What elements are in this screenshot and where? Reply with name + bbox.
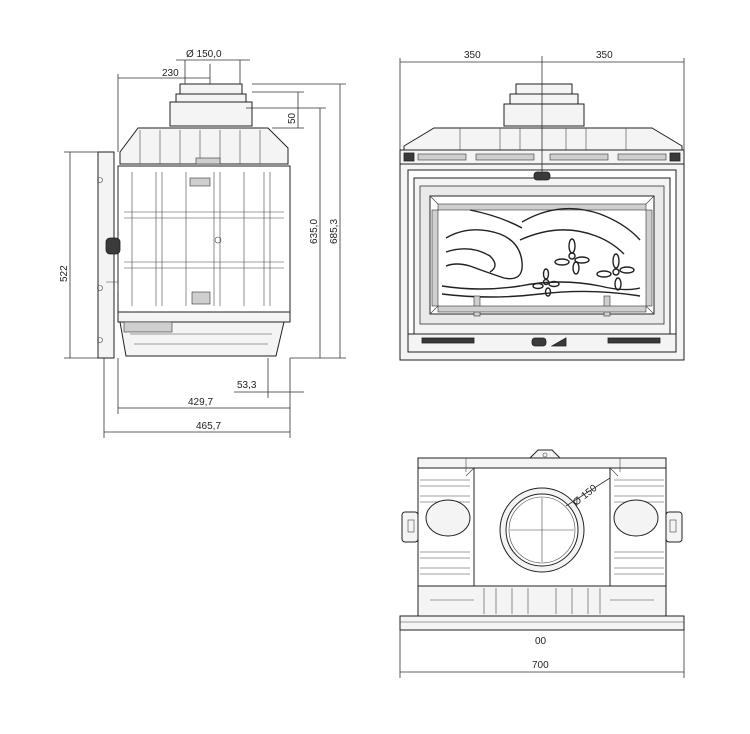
- side-total-depth-label: 465,7: [196, 421, 221, 432]
- side-total-height-label: 685,3: [329, 219, 340, 244]
- top-view: Ø 150 00 700: [399, 449, 685, 678]
- front-bottom-band: [407, 333, 677, 353]
- side-depth-label: 429,7: [188, 397, 213, 408]
- side-flue-offset-label: 230: [162, 68, 179, 79]
- top-flue-outlet: Ø 150: [499, 477, 611, 573]
- side-top-deck: [119, 127, 289, 165]
- front-glass: [419, 185, 665, 325]
- side-dim-total-depth: 465,7: [103, 358, 291, 438]
- top-front-plate: [399, 615, 685, 631]
- front-dim-widths: 350 350: [399, 50, 685, 180]
- side-front-height-label: 522: [59, 265, 70, 282]
- side-base: [117, 311, 291, 357]
- front-top-deck: [403, 127, 683, 151]
- side-view: Ø 150,0 230 50 635,0 685,3: [59, 49, 346, 438]
- side-front-plate: [97, 151, 121, 359]
- side-collar-height-label: 50: [287, 112, 298, 124]
- front-half-width-right-label: 350: [596, 50, 613, 61]
- side-flue-collar: [169, 83, 253, 127]
- flower-3: [532, 268, 560, 297]
- front-flue-collar: [503, 83, 585, 127]
- front-glass-decoration: [441, 207, 641, 298]
- side-flue-diameter-label: Ø 150,0: [186, 49, 222, 60]
- flower-2: [596, 253, 635, 291]
- top-total-width-label: 700: [532, 660, 549, 671]
- side-dim-front-height: 522: [59, 151, 98, 359]
- top-side-handles: [401, 511, 683, 543]
- side-main-body: [117, 165, 291, 313]
- side-dim-depth: 429,7: [117, 358, 291, 414]
- top-dim-width: 700: [399, 630, 685, 678]
- flower-1: [554, 238, 590, 275]
- side-dim-front-projection: 53,3: [234, 358, 304, 398]
- top-right-fins: [613, 479, 664, 575]
- top-bottom-fins: [417, 585, 667, 617]
- front-view: 350 350: [399, 50, 685, 361]
- side-body-height-label: 635,0: [309, 219, 320, 244]
- front-half-width-left-label: 350: [464, 50, 481, 61]
- top-axis-mark: 00: [535, 636, 547, 647]
- side-front-projection-label: 53,3: [237, 380, 257, 391]
- side-dim-collar-height: 50: [252, 91, 304, 129]
- side-dim-flue-diameter: Ø 150,0: [176, 49, 250, 84]
- side-dim-flue-offset: 230: [117, 64, 211, 152]
- top-lifting-lug: [528, 449, 562, 459]
- side-dim-heights: 635,0 685,3: [246, 83, 346, 359]
- top-left-fins: [420, 479, 471, 575]
- front-top-band: [399, 149, 685, 165]
